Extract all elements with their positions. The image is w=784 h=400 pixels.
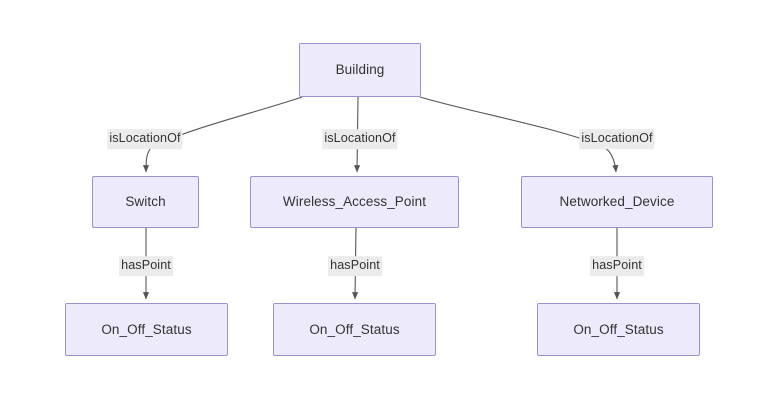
node-label: On_Off_Status [101, 321, 192, 337]
node-status_wap[interactable]: On_Off_Status [273, 303, 436, 356]
node-netdev[interactable]: Networked_Device [521, 176, 713, 228]
edge-label-e3: isLocationOf [579, 129, 655, 149]
node-switch[interactable]: Switch [92, 176, 199, 228]
node-label: On_Off_Status [573, 321, 664, 337]
node-status_nd[interactable]: On_Off_Status [537, 303, 700, 356]
node-label: Networked_Device [559, 194, 675, 210]
node-label: Switch [125, 194, 166, 210]
edge-label-e1: isLocationOf [107, 129, 183, 149]
node-building[interactable]: Building [299, 43, 421, 97]
edge-label-e4: hasPoint [119, 256, 173, 276]
node-wap[interactable]: Wireless_Access_Point [250, 176, 459, 228]
node-status_sw[interactable]: On_Off_Status [65, 303, 228, 356]
edge-label-e6: hasPoint [590, 256, 644, 276]
node-label: On_Off_Status [309, 321, 400, 337]
edge-label-e2: isLocationOf [322, 129, 398, 149]
node-label: Wireless_Access_Point [282, 194, 427, 210]
edge-label-e5: hasPoint [328, 256, 382, 276]
node-label: Building [335, 62, 385, 78]
